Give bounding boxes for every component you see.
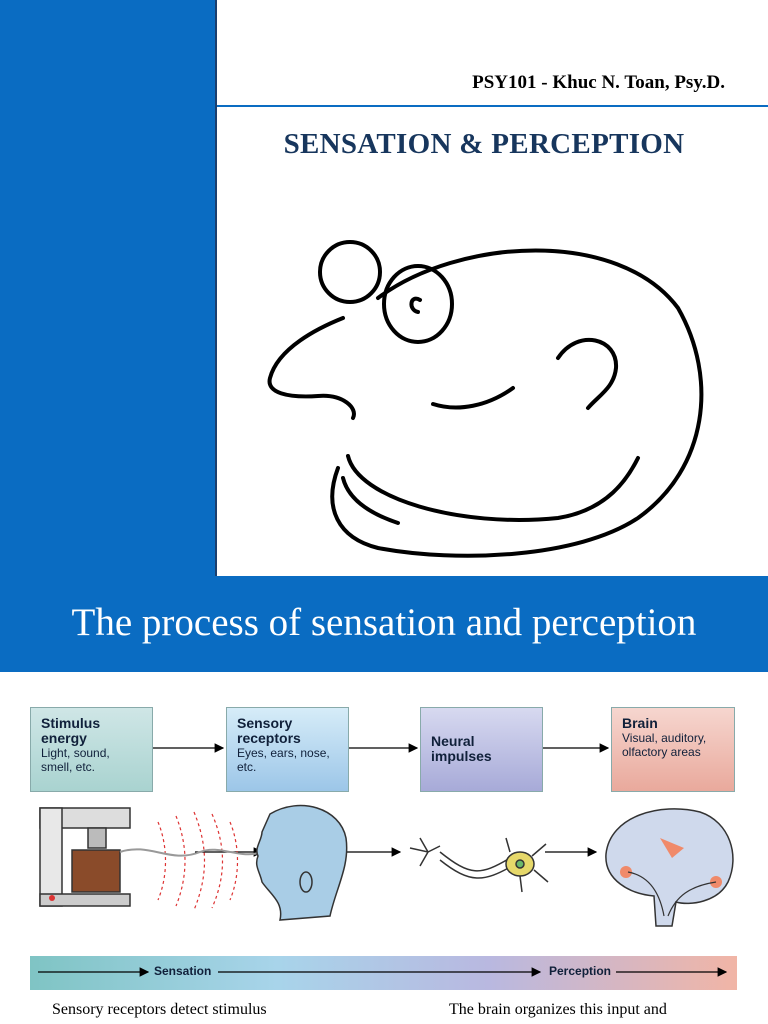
brain-box: Brain Visual, auditory, olfactory areas [611, 707, 735, 792]
box-subtitle: Visual, auditory, olfactory areas [622, 731, 707, 759]
box-title: Brain [622, 715, 658, 731]
illustrations [39, 804, 734, 927]
neural-impulses-box: Neural impulses [420, 707, 543, 792]
scent-waves [157, 811, 239, 911]
blue-sidebar [0, 0, 217, 576]
scale-arrows [38, 967, 728, 977]
stimulus-energy-box: Stimulus energy Light, sound, smell, etc… [30, 707, 153, 792]
box-subtitle: Eyes, ears, nose, etc. [237, 746, 330, 774]
head-profile-icon [255, 804, 348, 921]
sensory-receptors-box: Sensory receptors Eyes, ears, nose, etc. [226, 707, 349, 792]
caption-right: The brain organizes this input and [449, 1001, 667, 1018]
box-title: Stimulus energy [41, 715, 101, 746]
coffee-maker-icon [39, 807, 131, 907]
flow-arrows [153, 743, 610, 857]
perception-label: Perception [549, 964, 612, 978]
banner: The process of sensation and perception [0, 576, 768, 672]
banner-title: The process of sensation and perception [71, 601, 697, 644]
cartoon-face-icon [267, 240, 704, 558]
sensation-label: Sensation [154, 964, 212, 978]
title-slide: PSY101 - Khuc N. Toan, Psy.D. SENSATION … [0, 0, 768, 576]
box-subtitle: Light, sound, smell, etc. [41, 746, 110, 774]
box-title: Sensory receptors [237, 715, 301, 746]
odor-stream [119, 848, 263, 857]
process-slide: The process of sensation and perception … [0, 576, 768, 1024]
brain-icon [605, 808, 734, 927]
caption-left: Sensory receptors detect stimulus [52, 1001, 267, 1018]
neuron-icon [409, 837, 549, 893]
course-author: PSY101 - Khuc N. Toan, Psy.D. [472, 72, 725, 93]
box-title: Neural impulses [431, 733, 492, 764]
slide-title: SENSATION & PERCEPTION [283, 128, 685, 160]
header-rule [217, 105, 768, 107]
